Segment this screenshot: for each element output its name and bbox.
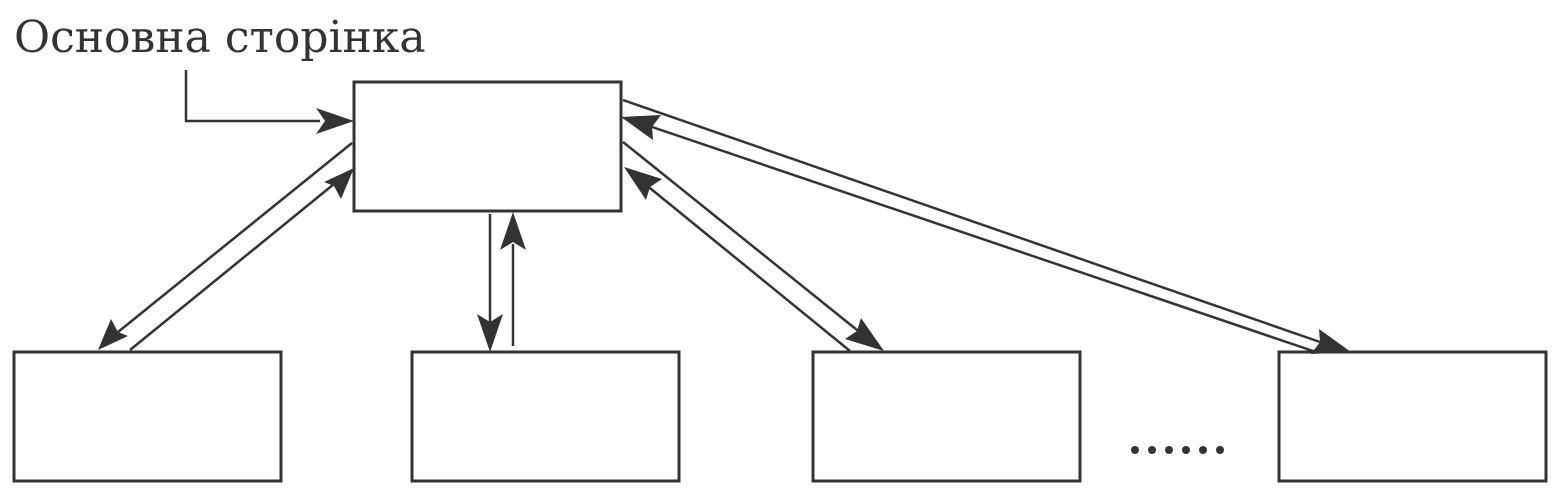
page-box-2 <box>410 350 681 483</box>
page-box-n <box>1277 350 1548 483</box>
main-page-box <box>352 80 623 213</box>
link-main-to-page-3 <box>622 141 884 351</box>
page-box-1 <box>12 350 283 483</box>
ellipsis-dots <box>1131 446 1224 454</box>
link-page-2-to-main <box>500 212 526 346</box>
link-main-to-page-2 <box>477 214 503 352</box>
link-page-3-to-main <box>624 167 851 352</box>
page-box-3 <box>811 350 1082 483</box>
link-page-n-to-main <box>621 115 1317 354</box>
link-page-1-to-main <box>129 168 354 351</box>
entry-pointer <box>184 70 354 134</box>
link-main-to-page-1 <box>98 142 353 350</box>
main-page-title: Основна сторінка <box>14 12 426 63</box>
link-main-to-page-n <box>622 98 1351 354</box>
